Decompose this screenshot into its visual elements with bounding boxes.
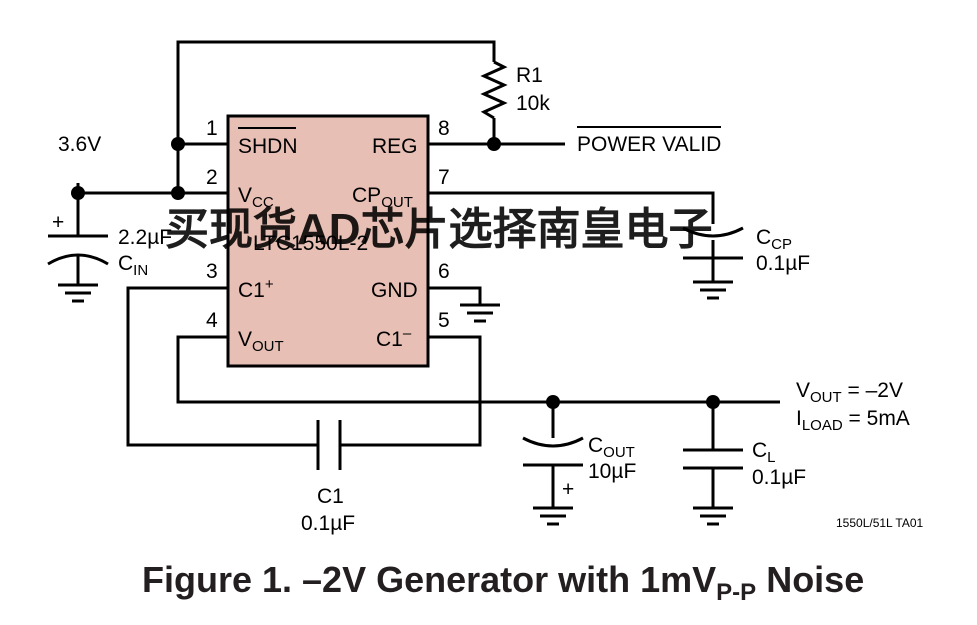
power-valid-label: POWER VALID	[577, 133, 721, 156]
cout-name-label: COUT	[588, 434, 635, 461]
junction-dots	[71, 137, 720, 409]
pin-1-name: SHDN	[238, 135, 298, 158]
cin-value-label: 2.2µF	[118, 226, 172, 249]
ground-icon	[460, 303, 500, 323]
cin-name-label: CIN	[118, 252, 148, 279]
cin-plus-label: +	[52, 211, 64, 234]
cout-value-label: 10µF	[588, 460, 636, 483]
cl-name-label: CL	[752, 439, 776, 466]
figure-code-label: 1550L/51L TA01	[836, 516, 924, 530]
pin-7-number: 7	[438, 166, 450, 189]
ic-body	[226, 114, 430, 368]
pin-6-number: 6	[438, 260, 450, 283]
cout-plus-label: +	[562, 478, 574, 501]
figure-caption: Figure 1. –2V Generator with 1mVP-P Nois…	[142, 559, 864, 606]
capacitor-cin-symbol	[47, 234, 109, 266]
r1-name-label: R1	[516, 64, 543, 87]
pin-6-name: GND	[371, 279, 418, 302]
capacitor-cout-symbol	[522, 436, 584, 467]
ground-icon	[533, 506, 573, 526]
ground-icon	[58, 283, 98, 303]
pin-1-number: 1	[206, 117, 218, 140]
ground-icon	[693, 506, 733, 526]
pin-8-number: 8	[438, 117, 450, 140]
capacitor-c1-symbol	[316, 420, 342, 470]
pin-4-name: VOUT	[238, 328, 284, 355]
pin-2-name: VCC	[238, 184, 274, 211]
output-load-label: ILOAD = 5mA	[796, 407, 910, 434]
r1-value-label: 10k	[516, 92, 550, 115]
pin-5-name: C1–	[376, 325, 412, 351]
watermark-text: 买现货AD芯片选择南皇电子	[165, 205, 713, 254]
output-voltage-label: VOUT = –2V	[796, 379, 903, 406]
capacitor-cl-symbol	[683, 448, 743, 470]
c1-name-label: C1	[317, 485, 344, 508]
pin-4-number: 4	[206, 309, 218, 332]
ic-part-name: LTC1550L-2	[253, 232, 368, 255]
pin-5-number: 5	[438, 309, 450, 332]
c1-value-label: 0.1µF	[301, 512, 355, 535]
ground-icon	[693, 280, 733, 300]
wires	[76, 40, 780, 508]
ccp-value-label: 0.1µF	[756, 252, 810, 275]
resistor-r1-symbol	[480, 60, 508, 120]
pin-3-name: C1+	[238, 276, 274, 302]
supply-voltage-label: 3.6V	[58, 133, 101, 156]
cl-value-label: 0.1µF	[752, 466, 806, 489]
pin-3-number: 3	[206, 260, 218, 283]
pin-2-number: 2	[206, 166, 218, 189]
ccp-name-label: CCP	[756, 226, 792, 253]
pin-7-name: CPOUT	[352, 184, 413, 211]
pin-8-name: REG	[372, 135, 418, 158]
